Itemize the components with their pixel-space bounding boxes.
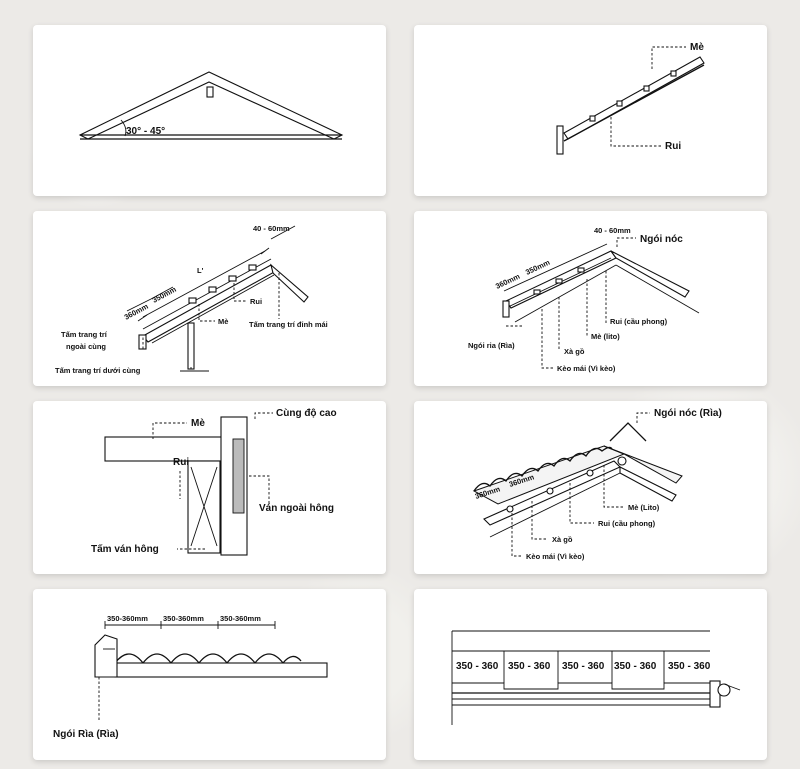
panel-rafter-battens: Mè Rui: [414, 25, 767, 196]
label-side-board: Tấm ván hông: [91, 543, 159, 555]
label-batten: Mè (lito): [591, 332, 620, 341]
spacing-1: 350-360mm: [107, 614, 148, 623]
panel-tile-elevation: 350 - 360 350 - 360 350 - 360 350 - 360 …: [414, 589, 767, 760]
label-truss: Kèo mái (Vì kèo): [557, 364, 616, 373]
label-same-height: Cùng độ cao: [276, 408, 337, 419]
label-edge-tile: Ngói Rìa (Rìa): [53, 729, 119, 740]
spacing-3: 350 - 360: [562, 661, 605, 672]
spacing-3: 350-360mm: [220, 614, 261, 623]
panel-side-boards: Mè Cùng độ cao Rui Ván ngoài hông Tấm vá…: [33, 401, 386, 574]
label-rafter: Rui: [173, 457, 189, 468]
dim-360: 360mm: [494, 272, 522, 291]
panel-tile-spacing: 350-360mm 350-360mm 350-360mm Ngói Rìa (…: [33, 589, 386, 760]
label-batten: Mè (Lito): [628, 503, 660, 512]
dim-350: 350mm: [151, 285, 178, 305]
label-outer-trim: Tấm trang trí: [61, 330, 108, 339]
panel-roof-ridge: 40 - 60mm 360mm 350mm Ngói nóc Rui (cầu …: [414, 211, 767, 386]
spacing-2: 350 - 360: [508, 661, 551, 672]
panel-roof-trim: 40 - 60mm L' 360mm 350mm Rui Mè Tấm tran…: [33, 211, 386, 386]
label-ridge-tile: Ngói nóc (Rìa): [654, 408, 722, 419]
dim-350: 350mm: [524, 258, 552, 277]
angle-label: 30° - 45°: [126, 126, 165, 137]
label-purlin: Xà gồ: [564, 347, 585, 356]
label-rafter: Rui (cầu phong): [610, 317, 668, 326]
dim-360: 360mm: [123, 302, 150, 322]
roof-pitch-diagram: 30° - 45°: [78, 71, 344, 140]
side-boards-diagram: Mè Cùng độ cao Rui Ván ngoài hông Tấm vá…: [91, 408, 337, 556]
panel-ridge-assembly: Ngói nóc (Rìa) 360mm 360mm Mè (Lito) Rui…: [414, 401, 767, 574]
panel-roof-pitch: 30° - 45°: [33, 25, 386, 196]
rafter-battens-diagram: Mè Rui: [556, 42, 705, 155]
dim-top: 40 - 60mm: [594, 226, 631, 235]
label-ridge-trim: Tấm trang trí đỉnh mái: [249, 320, 328, 329]
label-truss: Kèo mái (Vì kèo): [526, 552, 585, 561]
spacing-2: 350-360mm: [163, 614, 204, 623]
label-batten: Mè: [191, 418, 205, 429]
label-me: Mè: [218, 317, 228, 326]
label-rui: Rui: [665, 141, 681, 152]
tile-spacing-diagram: 350-360mm 350-360mm 350-360mm Ngói Rìa (…: [53, 614, 328, 740]
spacing-1: 350 - 360: [456, 661, 499, 672]
label-ridge-tile: Ngói nóc: [640, 234, 683, 245]
ridge-assembly-diagram: Ngói nóc (Rìa) 360mm 360mm Mè (Lito) Rui…: [472, 408, 722, 561]
dim-top: 40 - 60mm: [253, 224, 290, 233]
tile-elevation-diagram: 350 - 360 350 - 360 350 - 360 350 - 360 …: [451, 630, 741, 725]
label-outer-side-board: Ván ngoài hông: [259, 503, 334, 514]
dim-l: L': [197, 266, 204, 275]
label-rafter: Rui (cầu phong): [598, 519, 656, 528]
label-rui: Rui: [250, 297, 262, 306]
label-outer-trim-2: ngoài cùng: [66, 342, 106, 351]
roof-ridge-diagram: 40 - 60mm 360mm 350mm Ngói nóc Rui (cầu …: [468, 226, 700, 373]
label-purlin: Xà gồ: [552, 535, 573, 544]
roof-trim-diagram: 40 - 60mm L' 360mm 350mm Rui Mè Tấm tran…: [55, 224, 328, 375]
spacing-4: 350 - 360: [614, 661, 657, 672]
label-bottom-trim: Tấm trang trí dưới cùng: [55, 366, 141, 375]
label-me: Mè: [690, 42, 704, 53]
spacing-5: 350 - 360: [668, 661, 711, 672]
label-edge-tile: Ngói ria (Rìa): [468, 341, 515, 350]
